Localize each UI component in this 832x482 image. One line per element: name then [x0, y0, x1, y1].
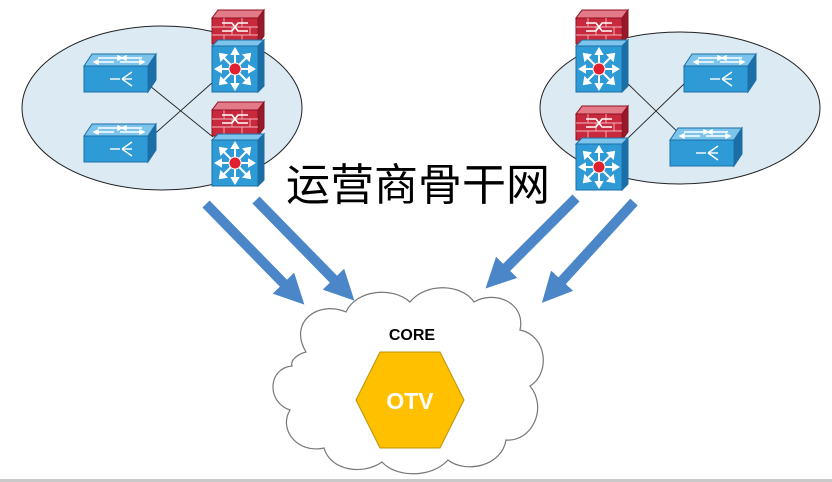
firewall-icon — [575, 105, 629, 141]
firewall-icon — [575, 9, 629, 45]
layer3-switch-icon — [575, 39, 629, 93]
layer3-switch-icon — [575, 137, 629, 191]
firewall-icon — [211, 9, 265, 45]
core-label: CORE — [389, 327, 436, 344]
layer3-switch-icon — [211, 133, 265, 187]
firewall-icon — [211, 101, 265, 137]
otv-hexagon — [355, 351, 465, 449]
arrow-left-1 — [202, 200, 305, 305]
layer3-switch-icon — [211, 39, 265, 93]
arrows — [202, 194, 638, 305]
layer2-switch-icon — [683, 53, 757, 93]
right-site — [539, 9, 821, 191]
left-site-links — [149, 81, 214, 139]
core-cloud: CORE OTV — [272, 287, 544, 475]
otv-label: OTV — [386, 388, 434, 414]
arrow-right-2 — [541, 198, 638, 303]
layer2-switch-icon — [83, 53, 157, 93]
backbone-title: 运营商骨干网 — [286, 160, 550, 211]
arrow-right-1 — [485, 194, 580, 289]
layer2-switch-icon — [669, 127, 743, 167]
layer2-switch-icon — [83, 123, 157, 163]
left-site — [21, 9, 303, 191]
bottom-border — [0, 479, 832, 482]
arrow-left-2 — [252, 196, 355, 301]
